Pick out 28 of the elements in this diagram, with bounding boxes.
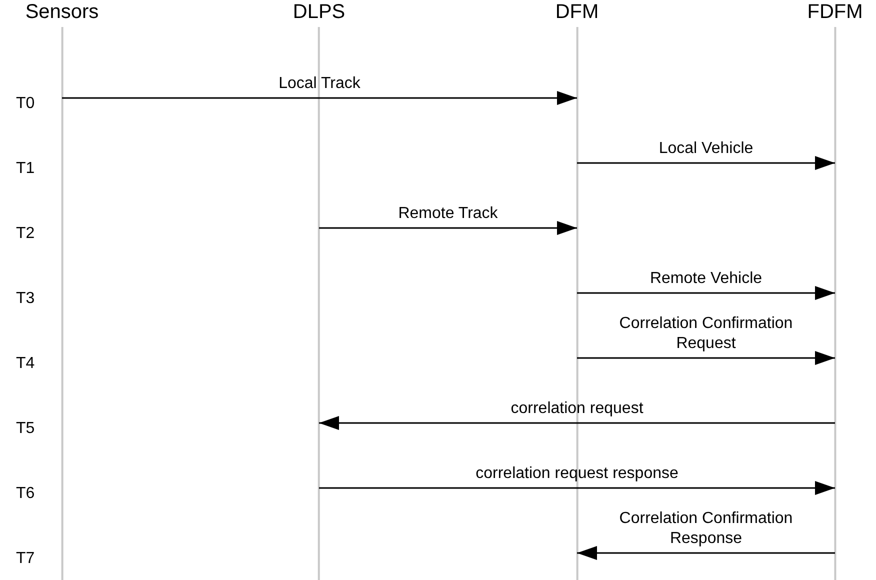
edge-label: correlation request response	[476, 464, 678, 484]
message-arrow	[62, 91, 577, 105]
message-arrow	[319, 221, 577, 235]
time-label: T0	[16, 95, 35, 113]
edge-label: Remote Track	[398, 204, 498, 224]
message-arrow	[577, 156, 835, 170]
edge-label: Correlation Confirmation Request	[618, 314, 794, 354]
message-arrow	[577, 351, 835, 365]
participant-label: Sensors	[25, 0, 99, 24]
participant-label: FDFM	[807, 0, 863, 24]
time-label: T7	[16, 550, 35, 568]
message-arrow	[319, 481, 835, 495]
edge-label: Correlation Confirmation Response	[618, 509, 794, 549]
edge-label: Remote Vehicle	[650, 269, 762, 289]
participant-label: DLPS	[292, 0, 346, 24]
participant-label: DFM	[555, 0, 599, 24]
time-label: T5	[16, 420, 35, 438]
time-label: T2	[16, 225, 35, 243]
message-arrow	[577, 546, 835, 560]
message-arrow	[577, 286, 835, 300]
time-label: T4	[16, 355, 35, 373]
time-label: T3	[16, 290, 35, 308]
edge-label: Local Track	[278, 74, 360, 94]
edge-label: Local Vehicle	[658, 139, 754, 159]
edge-label: correlation request	[510, 399, 644, 419]
time-label: T1	[16, 160, 35, 178]
time-label: T6	[16, 485, 35, 503]
message-arrow	[319, 416, 835, 430]
